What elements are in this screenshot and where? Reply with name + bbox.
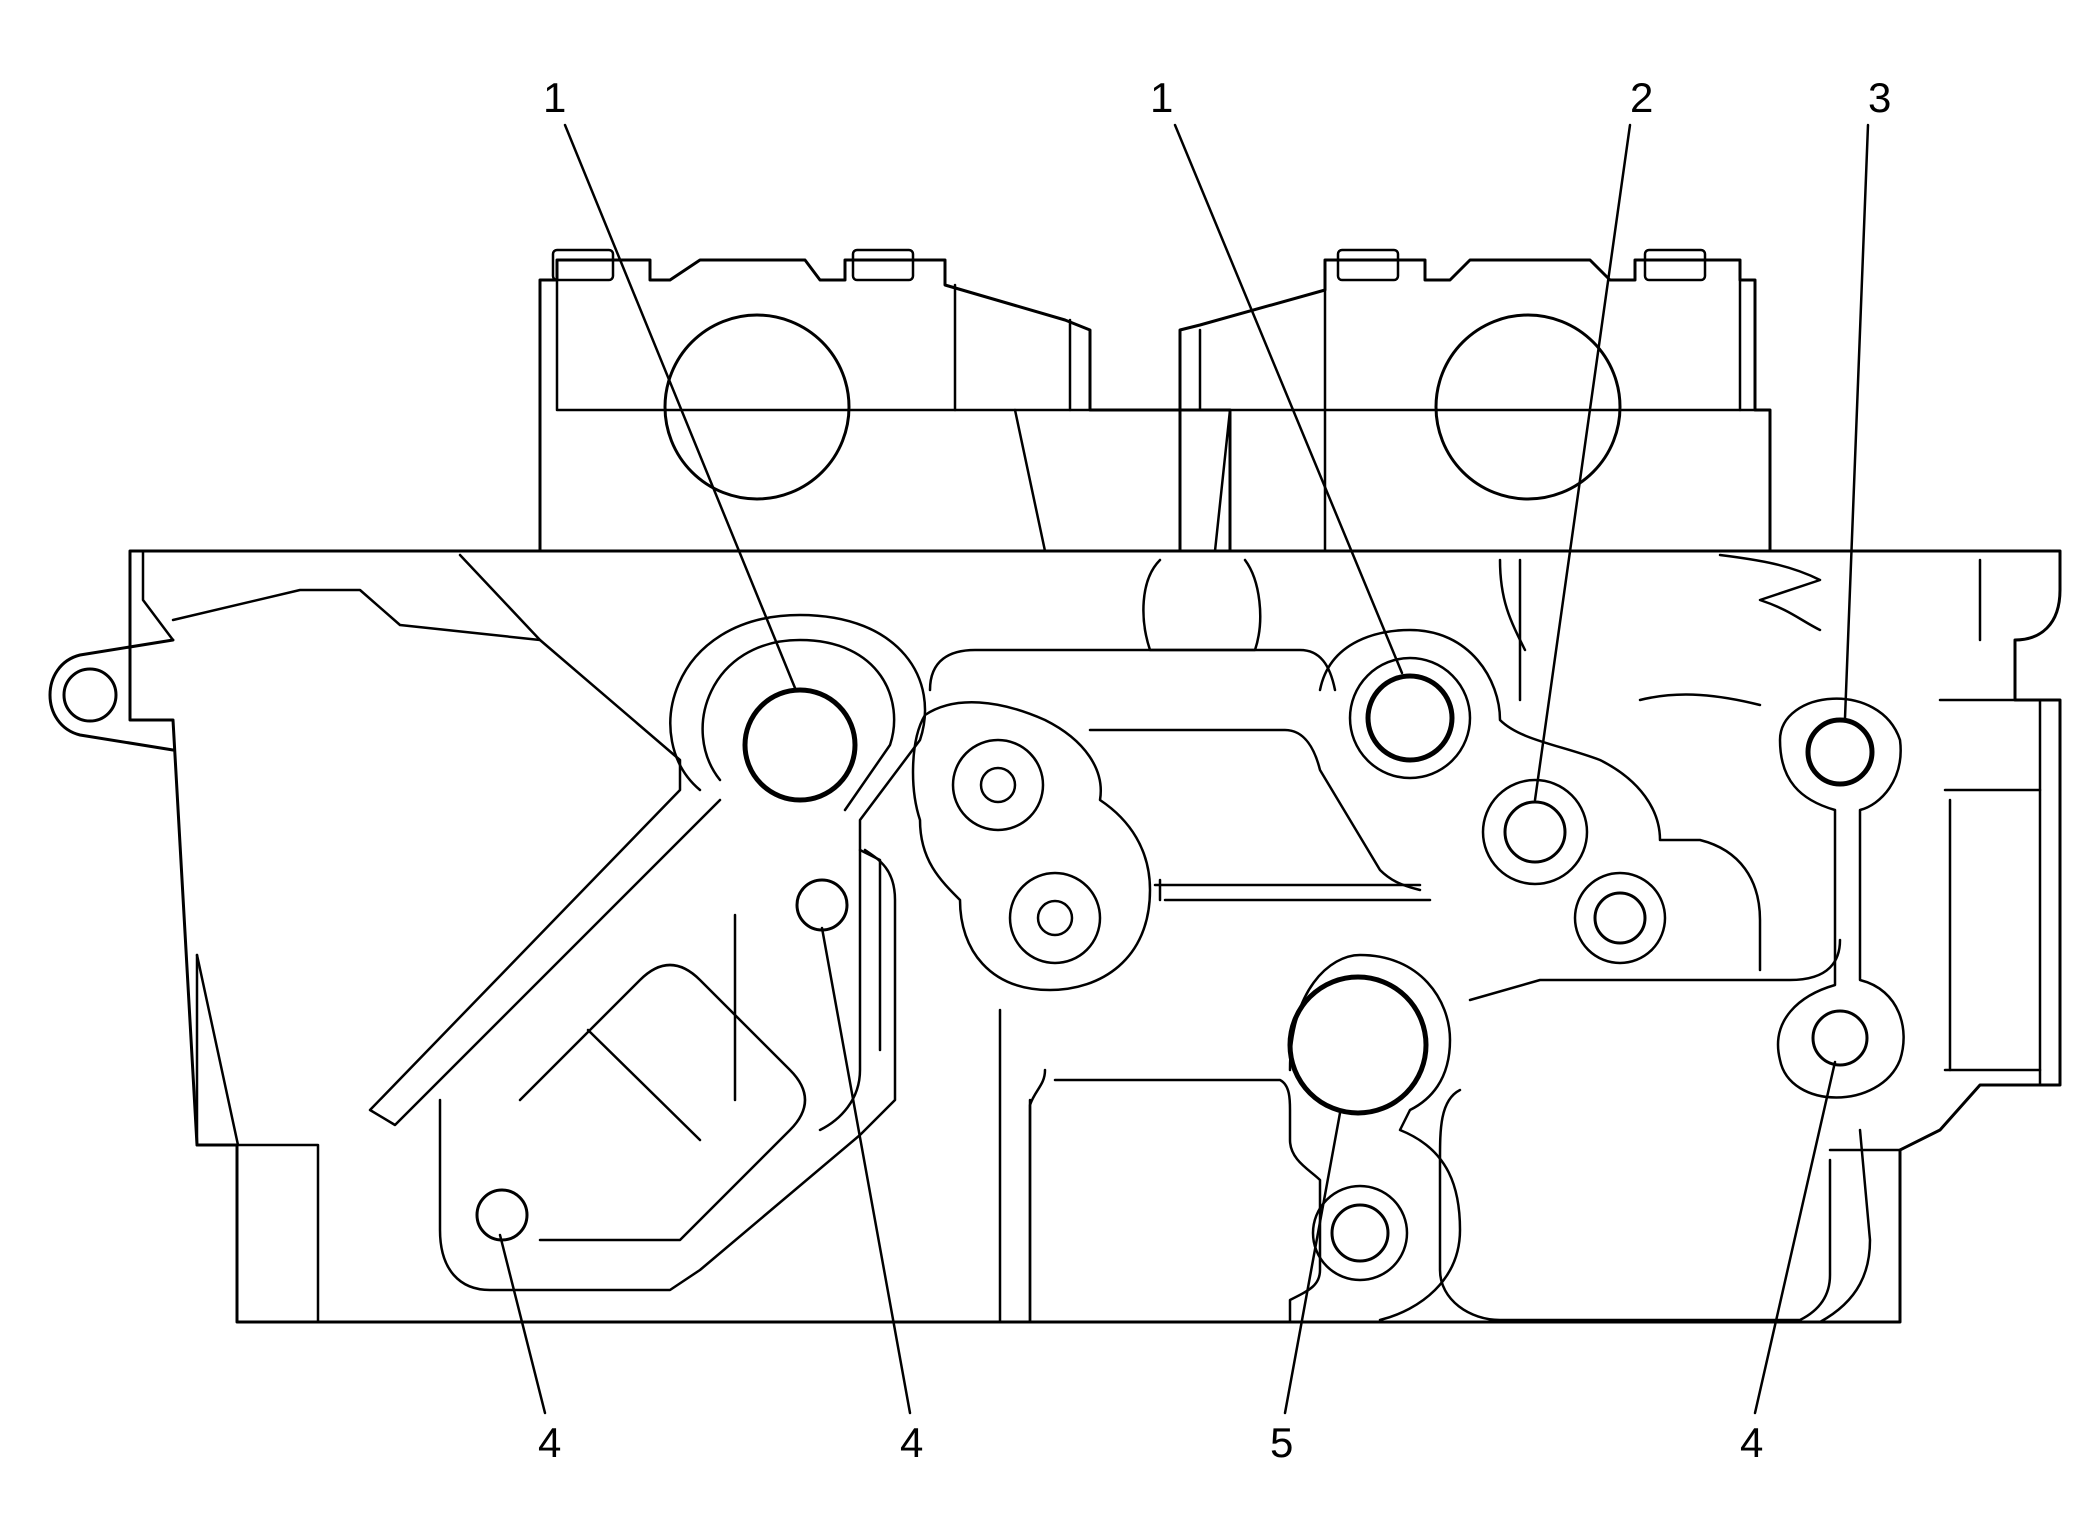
callout-4-left: 4 (538, 1419, 561, 1466)
callout-labels: 1 1 2 3 4 4 5 4 (538, 74, 1891, 1466)
callout-1-left: 1 (543, 74, 566, 121)
camshaft-bearing-caps (538, 258, 1772, 553)
callout-5: 5 (1270, 1419, 1293, 1466)
head-outline (48, 549, 2062, 1324)
bolt-bosses (475, 613, 1905, 1322)
water-jacket-passages (171, 553, 2042, 1324)
cap-bolts (551, 248, 1707, 282)
callout-leader-lines (498, 123, 1870, 1415)
callout-4-right: 4 (1740, 1419, 1763, 1466)
callout-3: 3 (1868, 74, 1891, 121)
callout-4-middle: 4 (900, 1419, 923, 1466)
callout-2: 2 (1630, 74, 1653, 121)
callout-1-right: 1 (1150, 74, 1173, 121)
